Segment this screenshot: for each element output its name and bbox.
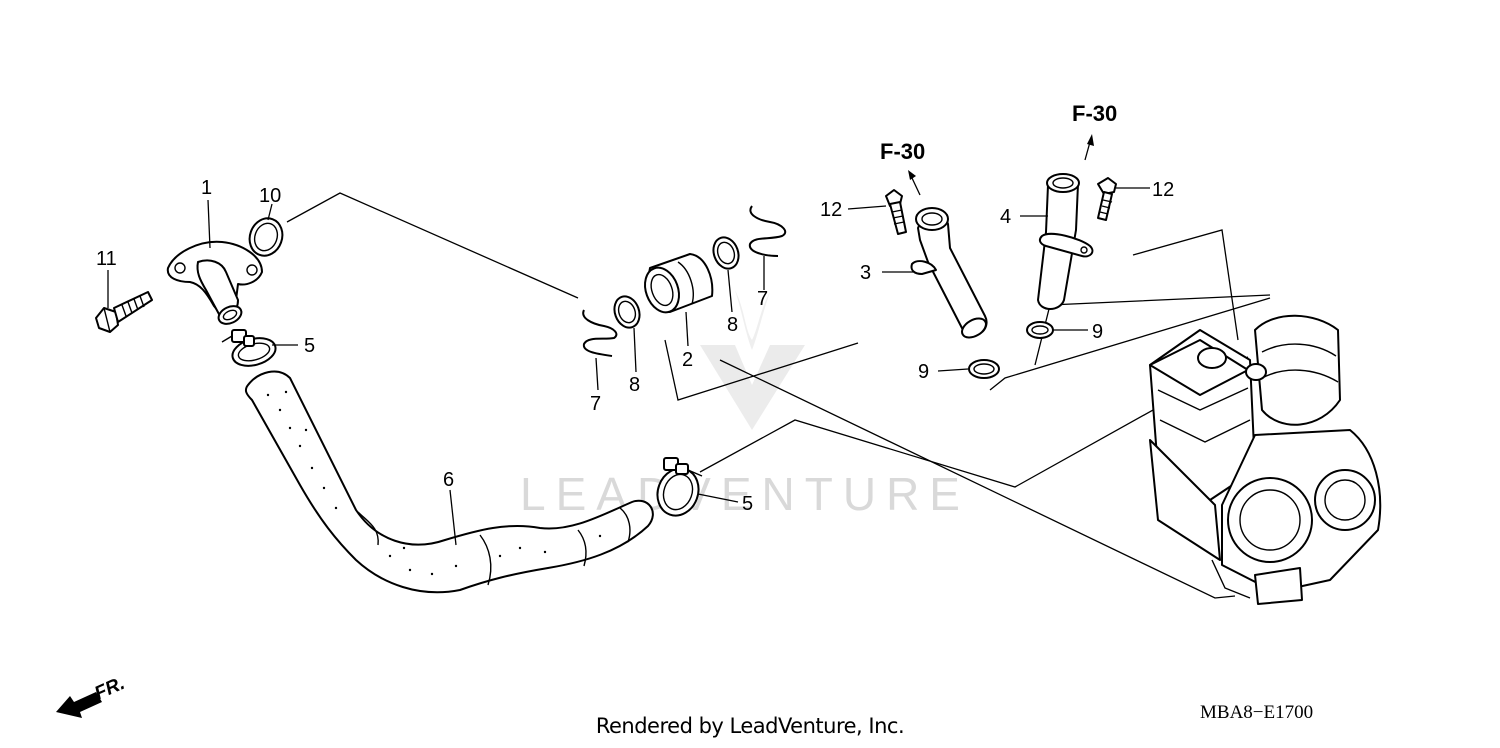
callout-7-left: 7 <box>590 393 601 415</box>
callout-7-right: 7 <box>757 288 768 310</box>
assembly-lines <box>286 192 1271 599</box>
water-pipe-4[interactable] <box>1037 173 1094 310</box>
callout-5-lower: 5 <box>742 493 753 515</box>
bolt-12-left[interactable] <box>885 189 907 235</box>
callout-12-right: 12 <box>1152 179 1174 201</box>
reference-label-f30-left: F-30 <box>880 139 925 164</box>
callout-4: 4 <box>1000 206 1011 228</box>
callout-3: 3 <box>860 262 871 284</box>
o-ring-9-right[interactable] <box>1026 321 1054 339</box>
water-hose-6[interactable] <box>244 370 654 594</box>
water-pipe-3[interactable] <box>910 207 989 341</box>
callout-11: 11 <box>96 248 117 270</box>
reference-arrow-f30-right <box>1084 134 1094 161</box>
connector-pipe-2[interactable] <box>639 253 714 317</box>
o-ring-8-left[interactable] <box>610 293 643 331</box>
clip-7-right[interactable] <box>748 205 787 257</box>
callout-9-right: 9 <box>1092 321 1103 343</box>
reference-arrow-f30-left <box>908 170 921 196</box>
watermark-text: LEADVENTURE <box>520 468 970 520</box>
clip-7-left[interactable] <box>582 309 618 357</box>
hose-clamp-5-lower[interactable] <box>651 457 705 521</box>
callout-8-left: 8 <box>629 374 640 396</box>
callout-1: 1 <box>201 177 212 199</box>
water-joint-1[interactable] <box>166 240 263 328</box>
front-label: FR. <box>91 673 128 705</box>
diagram-code: MBA8−E1700 <box>1200 702 1313 723</box>
bolt-11[interactable] <box>95 291 153 333</box>
bolt-12-right[interactable] <box>1097 177 1117 221</box>
callout-12-left: 12 <box>820 199 842 221</box>
callout-leaders <box>107 187 1150 546</box>
hose-clamp-5-upper[interactable] <box>221 329 279 370</box>
engine-block <box>1149 314 1382 605</box>
callout-6: 6 <box>443 469 454 491</box>
o-ring-9-left[interactable] <box>968 359 1000 379</box>
o-ring-10[interactable] <box>244 214 287 261</box>
callout-9-left: 9 <box>918 361 929 383</box>
callout-5-upper: 5 <box>304 335 315 357</box>
render-credit: Rendered by LeadVenture, Inc. <box>595 714 905 738</box>
reference-label-f30-right: F-30 <box>1072 101 1117 126</box>
o-ring-8-right[interactable] <box>709 234 742 272</box>
watermark-logo <box>700 290 805 430</box>
callout-10: 10 <box>259 185 281 207</box>
callout-2: 2 <box>682 349 693 371</box>
front-arrow-icon <box>56 692 102 718</box>
callout-8-right: 8 <box>727 314 738 336</box>
